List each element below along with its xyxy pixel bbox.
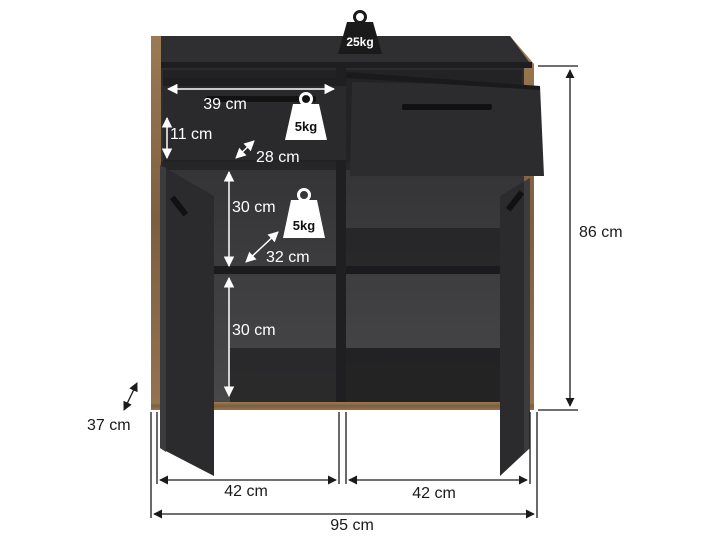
right-width-label: 42 cm bbox=[412, 485, 456, 502]
weight-icon bbox=[283, 200, 325, 238]
total-depth-label: 37 cm bbox=[87, 417, 131, 434]
internal-dimensions bbox=[161, 83, 336, 398]
drawer-depth-line bbox=[235, 140, 255, 159]
weight-badge-shelf: 5kg bbox=[283, 188, 325, 238]
total-height-label: 86 cm bbox=[579, 224, 623, 241]
left-width-label: 42 cm bbox=[224, 483, 268, 500]
weight-badge-drawer: 5kg bbox=[285, 92, 327, 140]
shelf-depth-line bbox=[245, 231, 279, 263]
weight-label-drawer: 5kg bbox=[295, 119, 317, 134]
total-depth-line bbox=[123, 382, 138, 411]
right-drawer-handle bbox=[402, 104, 492, 110]
central-divider bbox=[336, 68, 346, 404]
bottom-plinth bbox=[151, 402, 534, 410]
weight-icon bbox=[338, 22, 382, 54]
weight-badge-top: 25kg bbox=[338, 10, 382, 54]
left-shelf bbox=[161, 266, 336, 274]
internal-labels: 39 cm 11 cm 28 cm 30 cm 32 cm 30 cm bbox=[170, 96, 310, 339]
right-door-open bbox=[500, 178, 530, 476]
left-oak-side bbox=[151, 36, 161, 408]
weight-label-top: 25kg bbox=[346, 35, 373, 49]
right-shelf bbox=[346, 266, 524, 274]
left-door-open bbox=[160, 165, 214, 476]
drawer-width-label: 39 cm bbox=[203, 96, 247, 113]
total-width-label: 95 cm bbox=[330, 517, 374, 534]
shelf-upper-height-label: 30 cm bbox=[232, 199, 276, 216]
weight-label-shelf: 5kg bbox=[293, 218, 315, 233]
left-drawer-handle bbox=[206, 96, 316, 102]
external-dimensions bbox=[123, 65, 578, 519]
drawer-height-label: 11 cm bbox=[170, 126, 212, 143]
weight-icon bbox=[285, 104, 327, 140]
external-labels: 86 cm 37 cm 42 cm 42 cm 95 cm bbox=[87, 224, 623, 534]
drawer-depth-label: 28 cm bbox=[256, 149, 300, 166]
shelf-depth-label: 32 cm bbox=[266, 249, 310, 266]
shelf-lower-height-label: 30 cm bbox=[232, 322, 276, 339]
right-drawer-open bbox=[346, 72, 544, 176]
